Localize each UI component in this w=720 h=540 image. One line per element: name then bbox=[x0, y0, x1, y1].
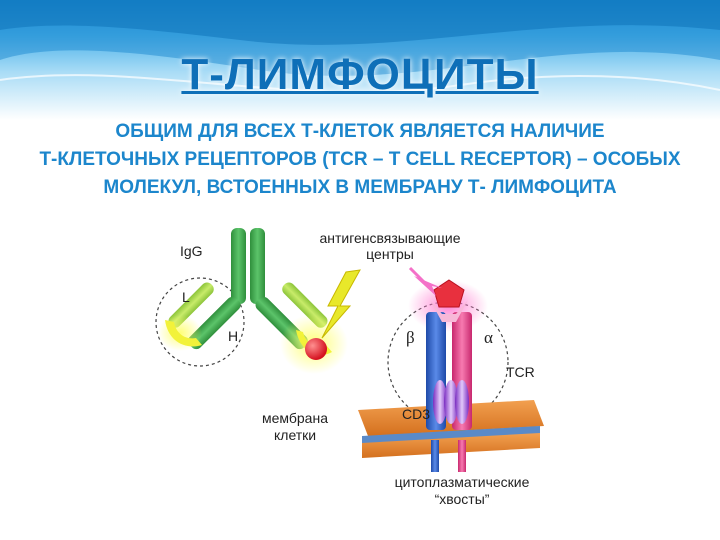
cd3-subunit-1 bbox=[433, 380, 447, 424]
membrane-line-2: клетки bbox=[274, 427, 317, 443]
cd3-subunit-2 bbox=[444, 380, 458, 424]
subtitle-line-1: ОБЩИМ ДЛЯ ВСЕХ Т-КЛЕТОК ЯВЛЯЕТСЯ НАЛИЧИЕ bbox=[115, 121, 605, 142]
subtitle-line-2: Т-КЛЕТОЧНЫХ РЕЦЕПТОРОВ (TCR – T CELL REC… bbox=[39, 149, 681, 170]
igg-antibody bbox=[155, 228, 361, 374]
tcr-label: TCR bbox=[506, 364, 535, 380]
heavy-chain-label: H bbox=[228, 328, 239, 344]
heavy-chain-stem-right bbox=[250, 228, 265, 304]
lightning-arrow bbox=[321, 269, 361, 339]
antigen-pentagon bbox=[433, 279, 465, 308]
membrane-line-1: мембрана bbox=[262, 410, 328, 426]
fab-highlight-circle bbox=[155, 277, 245, 367]
beta-label: β bbox=[406, 328, 415, 347]
antigen-binding-sites-label: антигенсвязывающие центры bbox=[300, 230, 480, 262]
tails-line-1: цитоплазматические bbox=[394, 474, 530, 490]
antigen-red bbox=[305, 338, 327, 360]
igg-label: IgG bbox=[180, 243, 203, 259]
light-chain-label: L bbox=[182, 289, 190, 305]
heavy-chain-stem-left bbox=[231, 228, 246, 304]
cd3-subunit-3 bbox=[455, 380, 469, 424]
antigen-binding-line-1: антигенсвязывающие bbox=[319, 230, 461, 246]
page-subtitle: ОБЩИМ ДЛЯ ВСЕХ Т-КЛЕТОК ЯВЛЯЕТСЯ НАЛИЧИЕ… bbox=[0, 118, 720, 202]
antigen-binding-line-2: центры bbox=[366, 246, 414, 262]
header-banner bbox=[0, 0, 720, 120]
banner-wave bbox=[0, 0, 720, 94]
alpha-label: α bbox=[484, 328, 493, 347]
membrane-label: мембрана клетки bbox=[262, 410, 328, 444]
tcr-receptor bbox=[358, 266, 544, 472]
subtitle-line-3: МОЛЕКУЛ, ВСТОЕННЫХ В МЕМБРАНУ Т- ЛИМФОЦИ… bbox=[103, 177, 617, 198]
alpha-tail bbox=[458, 440, 466, 472]
cell-membrane-base bbox=[362, 433, 540, 458]
tails-line-2: “хвосты” bbox=[434, 491, 490, 507]
binding-cup-left bbox=[165, 320, 202, 347]
page-title: Т-ЛИМФОЦИТЫ bbox=[181, 50, 539, 99]
cytoplasmic-tails-label: цитоплазматические “хвосты” bbox=[372, 474, 552, 508]
tcr-binding-cleft bbox=[430, 300, 468, 322]
beta-tail bbox=[431, 440, 439, 472]
cd3-label: CD3 bbox=[402, 406, 431, 422]
